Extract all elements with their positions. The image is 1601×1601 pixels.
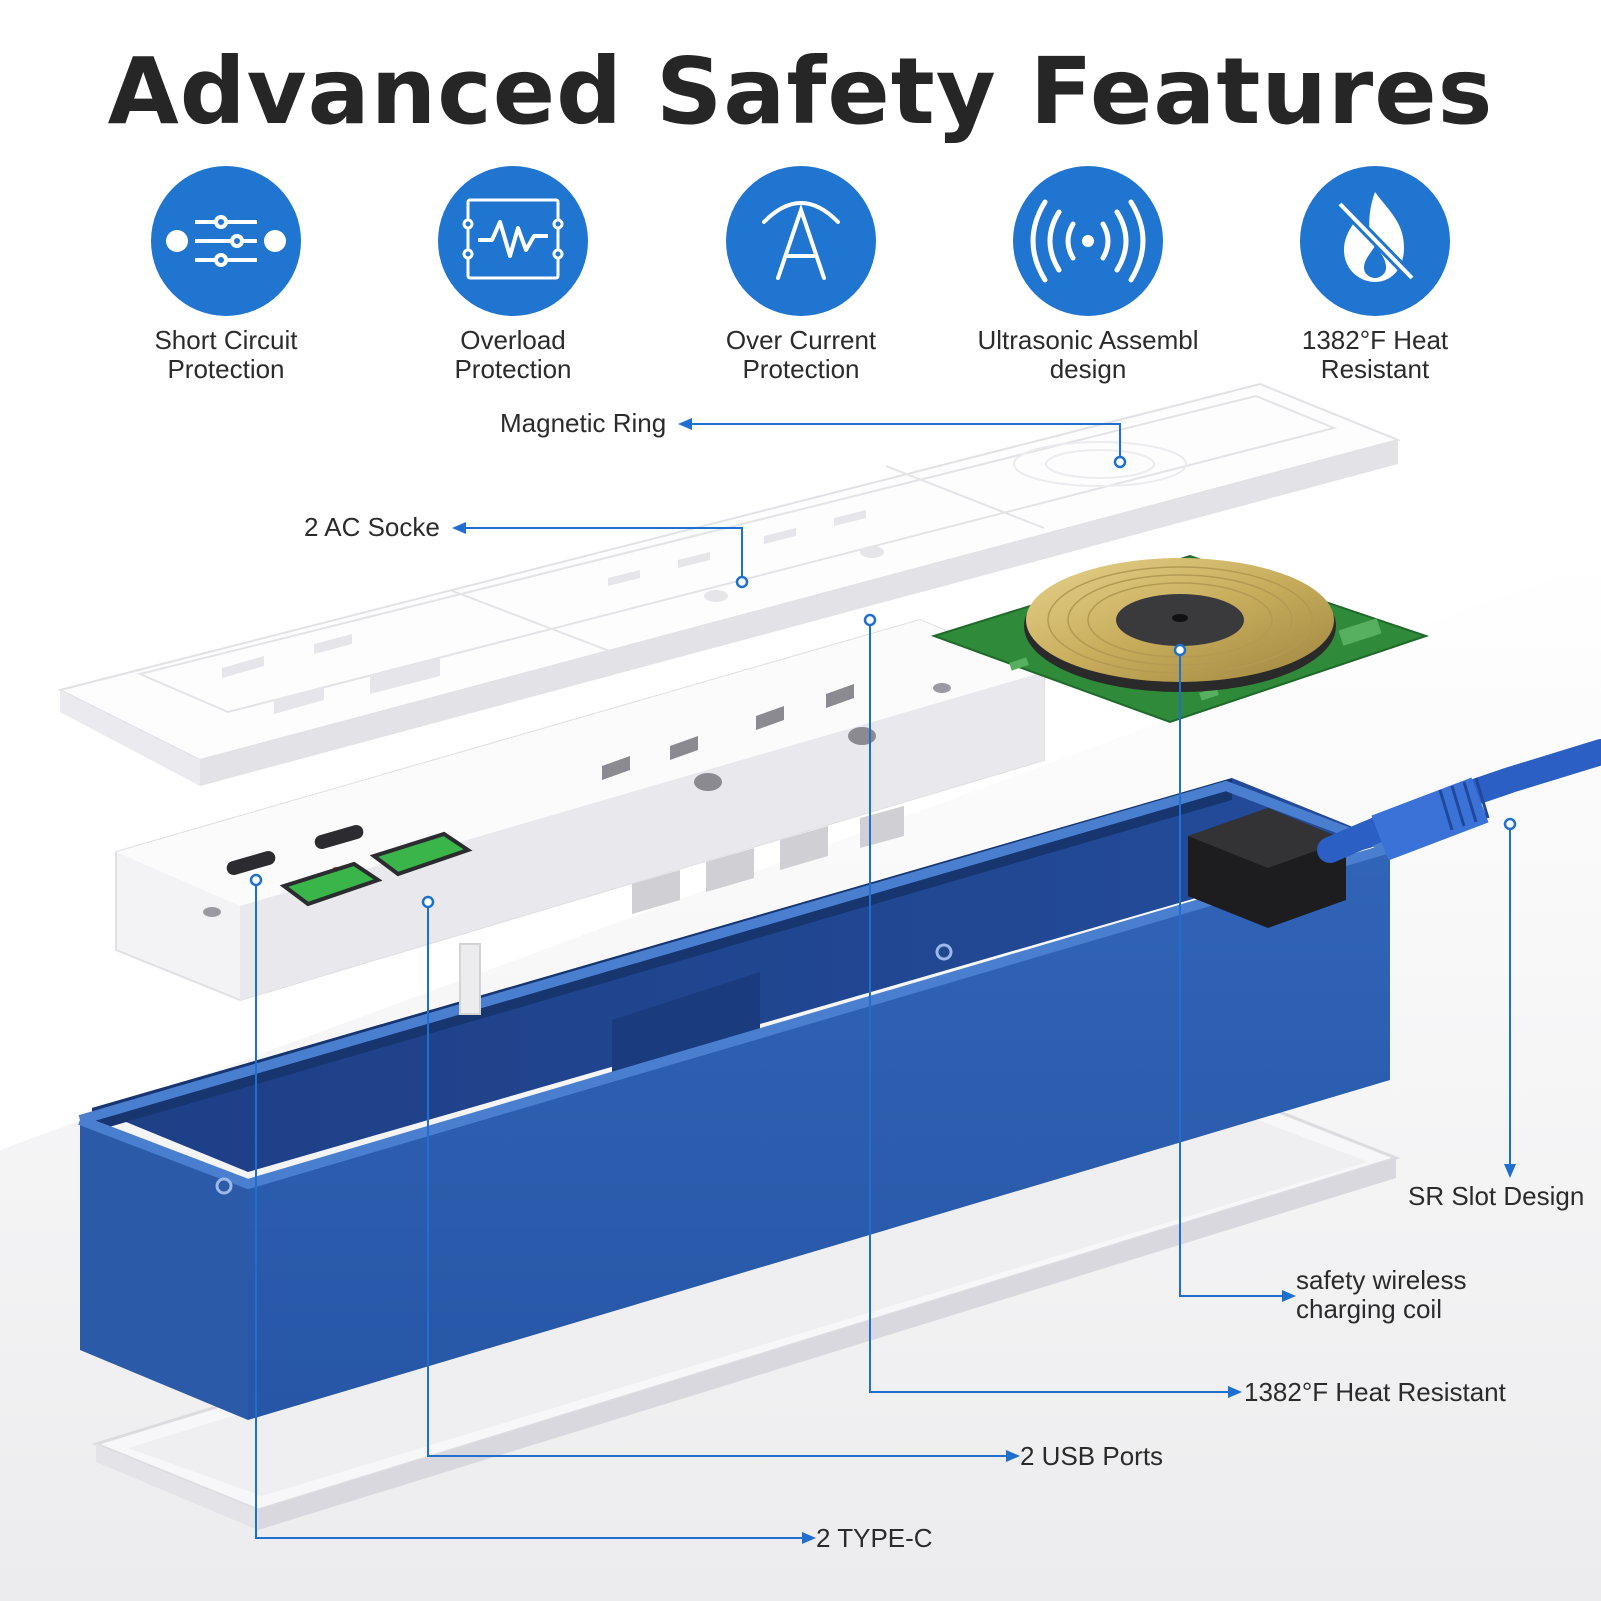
feature-over-current: Over Current Protection [671, 166, 931, 384]
feature-circle [1300, 166, 1450, 316]
callout-dots [249, 455, 1517, 909]
feature-label: Over Current Protection [725, 325, 877, 384]
power-cord [1317, 739, 1601, 863]
broadcast-signal-icon [1030, 199, 1146, 283]
feature-overload: Overload Protection [383, 166, 643, 384]
feature-circle [1013, 166, 1163, 316]
sliders-icon [166, 215, 286, 267]
callout-charging-coil: safety wireless charging coil [1296, 1265, 1467, 1324]
callout-type-c: 2 TYPE-C [816, 1523, 933, 1553]
feature-circle [438, 166, 588, 316]
feature-label: Overload Protection [454, 325, 572, 384]
callout-sr-slot: SR Slot Design [1408, 1181, 1585, 1211]
socket-module [115, 618, 1045, 1015]
top-cover [57, 382, 1402, 786]
feature-label: Short Circuit Protection [154, 325, 298, 384]
feature-label: Ultrasonic Assembl design [977, 325, 1199, 384]
callout-heat-resistant: 1382°F Heat Resistant [1244, 1377, 1506, 1407]
callout-lines [255, 423, 1511, 1539]
waveform-monitor-icon [462, 198, 564, 280]
feature-circle [726, 166, 876, 316]
page-title: Advanced Safety Features [107, 38, 1494, 145]
feature-short-circuit: Short Circuit Protection [96, 166, 356, 384]
callout-usb-ports: 2 USB Ports [1020, 1441, 1164, 1471]
callout-arrows [452, 418, 1516, 1544]
callout-magnetic-ring: Magnetic Ring [500, 408, 667, 438]
feature-label: 1382°F Heat Resistant [1301, 325, 1449, 384]
callout-ac-sockets: 2 AC Socke [304, 512, 440, 542]
cord-inlet-block [1188, 808, 1346, 928]
bottom-tray [91, 1092, 1401, 1530]
feature-heat-resistant: 1382°F Heat Resistant [1245, 166, 1505, 384]
blue-housing [78, 778, 1395, 1420]
wireless-charging-pcb [930, 554, 1430, 724]
feature-circle [151, 166, 301, 316]
feature-ultrasonic: Ultrasonic Assembl design [958, 166, 1218, 384]
current-a-icon [762, 201, 840, 280]
no-fire-icon [1336, 192, 1416, 282]
